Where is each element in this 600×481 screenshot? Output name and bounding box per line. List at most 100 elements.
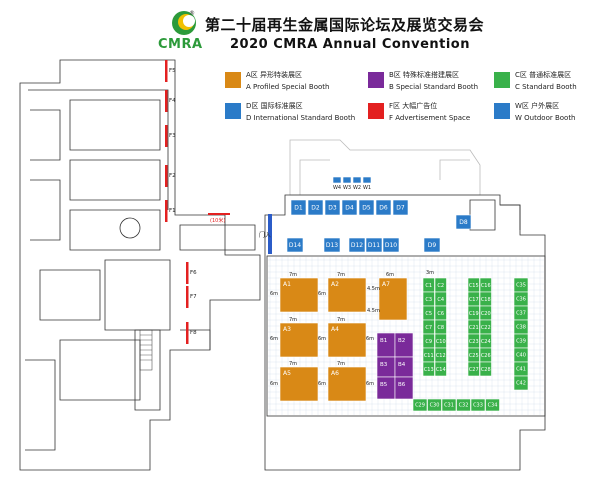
booth-c7[interactable]: C7 [422,319,435,335]
booth-d13[interactable]: D13 [323,237,341,253]
booth-c20[interactable]: C20 [479,305,492,321]
booth-c12[interactable]: C12 [434,347,447,363]
logo-text: CMRA [158,37,203,52]
booth-c17[interactable]: C17 [467,291,480,307]
booth-c10[interactable]: C10 [434,333,447,349]
booth-c28[interactable]: C28 [479,361,492,377]
booth-c39[interactable]: C39 [513,333,529,349]
booth-c34[interactable]: C34 [485,398,500,412]
ad-space-f6[interactable]: F6 [186,262,197,284]
booth-d9[interactable]: D9 [423,237,441,253]
booth-c24[interactable]: C24 [479,333,492,349]
booth-c27[interactable]: C27 [467,361,480,377]
booth-label: A6 [331,370,339,377]
booth-d14[interactable]: D14 [286,237,304,253]
booth-w2[interactable]: W2 [352,176,362,191]
booth-a6[interactable]: A6 [327,366,367,402]
booth-a3[interactable]: A3 [279,322,319,358]
booth-c36[interactable]: C36 [513,291,529,307]
booth-c21[interactable]: C21 [467,319,480,335]
booth-label: C31 [444,403,454,409]
booth-c25[interactable]: C25 [467,347,480,363]
booth-d8[interactable]: D8 [455,214,472,230]
ad-space-f5[interactable]: F5 [165,60,176,82]
booth-c1[interactable]: C1 [422,277,435,293]
booth-c9[interactable]: C9 [422,333,435,349]
booth-c31[interactable]: C31 [441,398,457,412]
booth-d3[interactable]: D3 [324,199,341,216]
dimension-label: 7m [289,361,297,367]
booth-c13[interactable]: C13 [422,361,435,377]
ad-space-f2[interactable]: F2 [165,165,176,187]
booth-d4[interactable]: D4 [341,199,358,216]
booth-w3[interactable]: W3 [342,176,352,191]
booth-label: A3 [283,326,291,333]
ad-space-f4[interactable]: F4 [165,90,176,112]
booth-a5[interactable]: A5 [279,366,319,402]
booth-rect [332,176,342,184]
legend-swatch-f [368,103,384,119]
booth-a7[interactable]: A7 [378,277,408,321]
booth-c35[interactable]: C35 [513,277,529,293]
booth-d12[interactable]: D12 [348,237,366,253]
booth-c5[interactable]: C5 [422,305,435,321]
booth-a1[interactable]: A1 [279,277,319,313]
booth-c19[interactable]: C19 [467,305,480,321]
booth-c30[interactable]: C30 [427,398,442,412]
booth-c32[interactable]: C32 [456,398,471,412]
booth-label: C19 [469,311,479,317]
booth-b3[interactable]: B3 [376,356,396,378]
dimension-label: 7m [337,361,345,367]
booth-c2[interactable]: C2 [434,277,447,293]
booth-d7[interactable]: D7 [392,199,409,216]
booth-a4[interactable]: A4 [327,322,367,358]
booth-b6[interactable]: B6 [394,376,414,400]
booth-b2[interactable]: B2 [394,332,414,358]
booth-d6[interactable]: D6 [375,199,392,216]
booth-b1[interactable]: B1 [376,332,396,358]
booth-rect [279,366,319,402]
ad-space-f8[interactable]: F8 [186,322,197,344]
booth-label: W3 [343,185,351,191]
booth-d11[interactable]: D11 [365,237,383,253]
booth-b5[interactable]: B5 [376,376,396,400]
booth-c3[interactable]: C3 [422,291,435,307]
booth-w4[interactable]: W4 [332,176,342,191]
ad-space-f7[interactable]: F7 [186,286,197,308]
booth-d10[interactable]: D10 [382,237,400,253]
booth-w1[interactable]: W1 [362,176,372,191]
ad-space-f3[interactable]: F3 [165,125,176,147]
legend-label-f-cn: F区 大幅广告位 [389,102,438,110]
booth-d5[interactable]: D5 [358,199,375,216]
booth-c40[interactable]: C40 [513,347,529,363]
booth-c16[interactable]: C16 [479,277,492,293]
booth-label: C37 [516,311,526,317]
booth-c6[interactable]: C6 [434,305,447,321]
booth-c18[interactable]: C18 [479,291,492,307]
booth-c4[interactable]: C4 [434,291,447,307]
booth-c33[interactable]: C33 [470,398,486,412]
booth-c26[interactable]: C26 [479,347,492,363]
booth-label: C42 [516,381,526,387]
booth-c22[interactable]: C22 [479,319,492,335]
booth-c8[interactable]: C8 [434,319,447,335]
booth-c38[interactable]: C38 [513,319,529,335]
legend-label-d-cn: D区 国际标准展区 [246,102,303,110]
booth-c41[interactable]: C41 [513,361,529,377]
booth-c23[interactable]: C23 [467,333,480,349]
ad-space-f1[interactable]: F1 [165,200,176,222]
booth-d1[interactable]: D1 [290,199,307,216]
booth-d2[interactable]: D2 [307,199,324,216]
booth-b4[interactable]: B4 [394,356,414,378]
booth-label: A5 [283,370,291,377]
booth-label: C21 [469,325,479,331]
booth-c11[interactable]: C11 [422,347,435,363]
booth-rect [327,277,367,313]
booth-c15[interactable]: C15 [467,277,480,293]
booth-a2[interactable]: A2 [327,277,367,313]
booth-c37[interactable]: C37 [513,305,529,321]
booth-c14[interactable]: C14 [434,361,447,377]
booth-c42[interactable]: C42 [513,375,529,391]
booth-c29[interactable]: C29 [412,398,428,412]
